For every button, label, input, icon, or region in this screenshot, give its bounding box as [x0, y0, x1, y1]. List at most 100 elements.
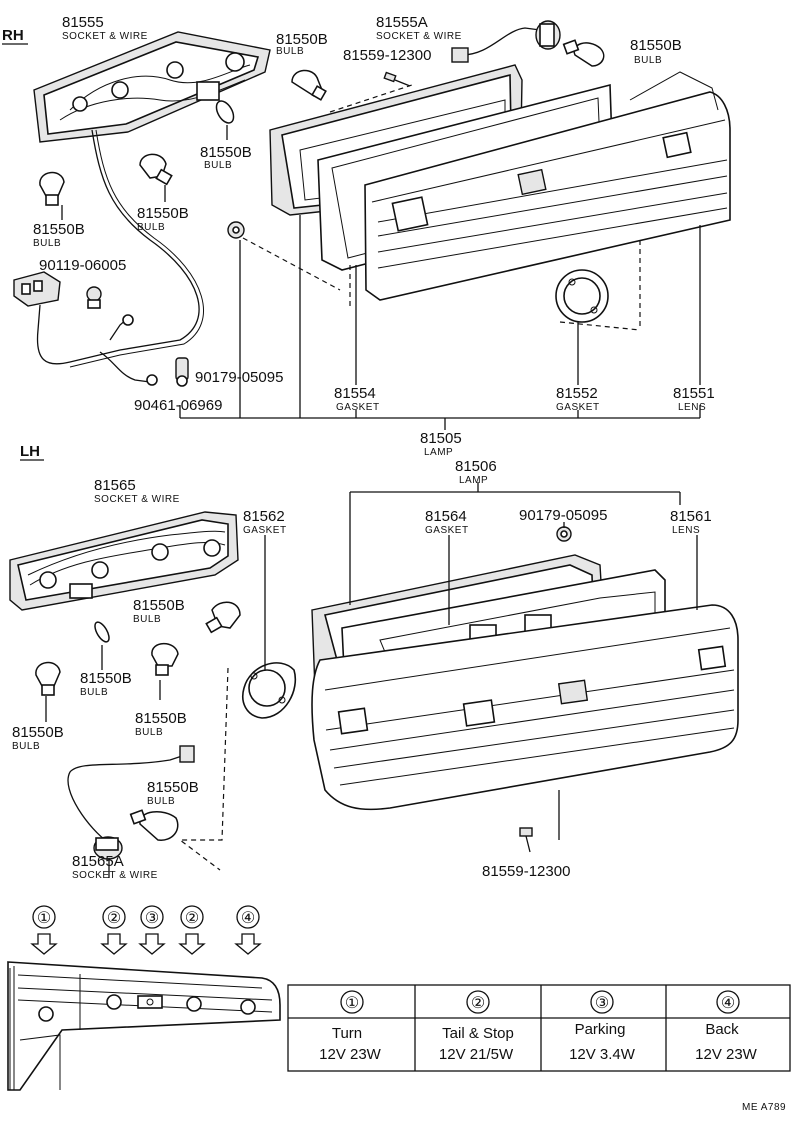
label-90179-lh: 90179-05095: [519, 507, 607, 524]
label-81559-lh: 81559-12300: [482, 863, 570, 880]
bulb-spec-table: ① Turn 12V 23W ② Tail & Stop 12V 21/5W ③…: [287, 984, 791, 1072]
rh-ground-lead: [99, 351, 151, 383]
label-81565: 81565: [94, 477, 136, 494]
label-lh-81550b-d-desc: BULB: [12, 741, 40, 752]
label-81555: 81555: [62, 14, 104, 31]
bulb-icon: [39, 171, 65, 206]
down-arrow-icon: [138, 933, 166, 955]
position-marker: ②: [178, 905, 206, 955]
label-81565a-desc: SOCKET & WIRE: [72, 870, 158, 881]
table-col-4-name: Back: [705, 1021, 739, 1038]
bulb-icon: [35, 661, 61, 696]
label-81565-desc: SOCKET & WIRE: [94, 494, 180, 505]
label-81550b-top-desc: BULB: [276, 46, 304, 57]
clip-icon: [175, 357, 189, 387]
label-81562: 81562: [243, 508, 285, 525]
bulb-icon: [205, 601, 241, 634]
rh-section: RH: [2, 14, 731, 458]
label-81550b-topright: 81550B: [630, 37, 682, 54]
screw-icon: [519, 827, 533, 853]
bulb-icon: [94, 621, 110, 643]
table-col-1-number: ①: [345, 995, 359, 1012]
label-81506-desc: LAMP: [459, 475, 488, 486]
position-number: ④: [241, 910, 255, 927]
lh-round-gasket: [242, 662, 297, 719]
down-arrow-icon: [178, 933, 206, 955]
table-col-2-spec: 12V 21/5W: [439, 1046, 514, 1063]
label-81552-desc: GASKET: [556, 402, 600, 413]
rh-label: RH: [2, 27, 24, 44]
label-lh-81550b-c: 81550B: [135, 710, 187, 727]
bulb-icon: [151, 642, 179, 676]
label-81551: 81551: [673, 385, 715, 402]
rh-socket-wire-a: [451, 20, 561, 63]
position-number: ②: [107, 910, 121, 927]
label-81550b-center-desc: BULB: [137, 222, 165, 233]
label-81565a: 81565A: [72, 853, 124, 870]
down-arrow-icon: [30, 933, 58, 955]
rh-connector-housing: [13, 271, 61, 307]
position-marker: ①: [30, 905, 58, 955]
label-90119: 90119-06005: [39, 257, 126, 274]
label-lh-81550b-e: 81550B: [147, 779, 199, 796]
table-col-4-spec: 12V 23W: [695, 1046, 758, 1063]
position-number: ③: [145, 910, 159, 927]
bulb-position-diagram: ① ② ③ ② ④: [7, 905, 281, 1091]
label-81559-rh: 81559-12300: [343, 47, 431, 64]
rh-round-gasket: [555, 269, 609, 323]
table-col-1-name: Turn: [332, 1025, 362, 1042]
label-81564-desc: GASKET: [425, 525, 469, 536]
rh-socket-plate: [33, 31, 271, 143]
bulb-icon: [291, 69, 327, 101]
label-81550b-left: 81550B: [33, 221, 85, 238]
label-81550b-mid: 81550B: [200, 144, 252, 161]
label-81555a-desc: SOCKET & WIRE: [376, 31, 462, 42]
lh-label: LH: [20, 443, 40, 460]
table-col-2-name: Tail & Stop: [442, 1025, 514, 1042]
table-col-3-name: Parking: [575, 1021, 626, 1038]
bulb-icon: [139, 153, 173, 186]
lh-section: LH: [9, 443, 739, 881]
label-81550b-topright-desc: BULB: [634, 55, 662, 66]
rh-harness-wire: [36, 129, 200, 365]
rh-ground-terminal: [146, 374, 158, 386]
clip-icon: [556, 526, 572, 542]
label-lh-81550b-b-desc: BULB: [80, 687, 108, 698]
position-number: ②: [185, 910, 199, 927]
lamp-rear-view: [7, 961, 281, 1091]
label-lh-81550b-c-desc: BULB: [135, 727, 163, 738]
label-81555-desc: SOCKET & WIRE: [62, 31, 148, 42]
label-81550b-mid-desc: BULB: [204, 160, 232, 171]
label-81550b-top: 81550B: [276, 31, 328, 48]
label-81562-desc: GASKET: [243, 525, 287, 536]
label-81561-desc: LENS: [672, 525, 700, 536]
lh-socket-plate: [9, 511, 239, 611]
position-number: ①: [37, 910, 51, 927]
label-81564: 81564: [425, 508, 467, 525]
label-90461: 90461-06969: [134, 397, 222, 414]
label-81550b-left-desc: BULB: [33, 238, 61, 249]
position-marker: ②: [100, 905, 128, 955]
connector-icon: [86, 286, 102, 309]
label-90179-rh: 90179-05095: [195, 369, 283, 386]
table-col-2-number: ②: [471, 995, 485, 1012]
position-marker: ④: [234, 905, 262, 955]
bulb-icon: [129, 809, 179, 841]
label-lh-81550b-d: 81550B: [12, 724, 64, 741]
down-arrow-icon: [234, 933, 262, 955]
label-lh-81550b-b: 81550B: [80, 670, 132, 687]
rh-lens: [364, 71, 731, 301]
lh-socket-wire-a: [67, 745, 195, 860]
table-col-3-number: ③: [595, 995, 609, 1012]
lh-lens: [311, 604, 739, 811]
diagram-code: ME A789: [742, 1102, 786, 1113]
label-81554: 81554: [334, 385, 376, 402]
label-81552: 81552: [556, 385, 598, 402]
table-col-4-number: ④: [721, 995, 735, 1012]
clip-icon: [227, 221, 245, 239]
label-81550b-center: 81550B: [137, 205, 189, 222]
label-81554-desc: GASKET: [336, 402, 380, 413]
label-lh-81550b-e-desc: BULB: [147, 796, 175, 807]
screw-icon: [383, 71, 411, 87]
